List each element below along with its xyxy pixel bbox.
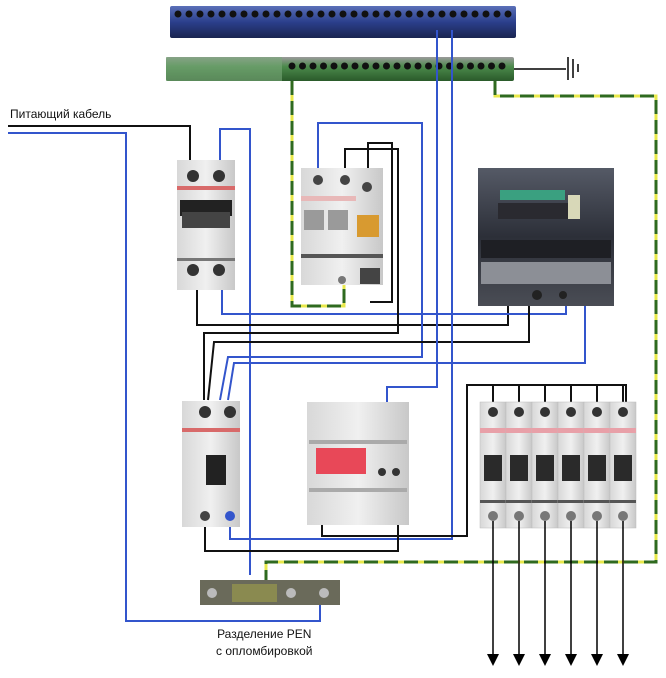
- wire: [204, 525, 399, 552]
- terminal-hole: [383, 62, 390, 70]
- terminal-hole: [309, 62, 317, 70]
- terminal-hole: [240, 10, 248, 18]
- terminal-hole: [438, 10, 446, 18]
- terminal-hole: [351, 62, 359, 70]
- busbar-terminals: [288, 62, 506, 70]
- rcd-device[interactable]: [182, 401, 240, 527]
- pen-split-label-line1: Разделение PEN: [217, 627, 312, 641]
- terminal-hole: [504, 10, 512, 18]
- terminal-hole: [372, 62, 380, 70]
- wire: [221, 290, 567, 315]
- wire: [229, 30, 453, 540]
- terminal-hole: [288, 62, 296, 70]
- differential-breaker[interactable]: [301, 168, 383, 285]
- terminal-hole: [339, 10, 347, 18]
- terminal-hole: [185, 10, 193, 18]
- terminal-hole: [383, 10, 391, 18]
- terminal-hole: [393, 62, 401, 70]
- terminal-hole: [493, 10, 501, 18]
- busbar-terminals: [174, 10, 512, 18]
- terminal-hole: [416, 10, 424, 18]
- terminal-hole: [498, 62, 506, 70]
- terminal-hole: [405, 10, 413, 18]
- electricity-meter[interactable]: [478, 168, 614, 306]
- terminal-hole: [317, 10, 325, 18]
- group-breaker[interactable]: [609, 401, 637, 529]
- terminal-hole: [218, 10, 226, 18]
- terminal-hole: [471, 10, 479, 18]
- wire: [227, 305, 586, 401]
- terminal-hole: [460, 10, 468, 18]
- main-circuit-breaker[interactable]: [177, 160, 235, 290]
- supply-neutral-wire: [8, 132, 321, 622]
- neutral-busbar: [170, 6, 516, 38]
- terminal-hole: [394, 10, 402, 18]
- wire: [203, 148, 399, 400]
- terminal-hole: [328, 10, 336, 18]
- terminal-hole: [229, 10, 237, 18]
- pen-split-label-line2: с опломбировкой: [216, 644, 313, 658]
- pen-split-terminal[interactable]: [200, 580, 340, 605]
- terminal-hole: [251, 10, 259, 18]
- ground-symbol-icon: [514, 57, 579, 80]
- terminal-hole: [477, 62, 485, 70]
- terminal-hole: [449, 10, 457, 18]
- terminal-hole: [404, 62, 411, 70]
- wire: [367, 142, 393, 303]
- terminal-hole: [299, 62, 306, 70]
- terminal-hole: [330, 62, 338, 70]
- group-breaker[interactable]: [583, 401, 611, 529]
- terminal-hole: [295, 10, 303, 18]
- terminal-hole: [207, 10, 215, 18]
- terminal-hole: [488, 62, 495, 70]
- wire: [219, 122, 423, 401]
- supply-cable-label: Питающий кабель: [10, 107, 112, 121]
- terminal-hole: [467, 62, 474, 70]
- group-circuit-breakers: [479, 401, 637, 529]
- wires: [8, 30, 627, 622]
- group-breaker[interactable]: [557, 401, 585, 529]
- terminal-hole: [341, 62, 348, 70]
- terminal-hole: [320, 62, 327, 70]
- terminal-hole: [362, 62, 369, 70]
- terminal-hole: [262, 10, 270, 18]
- terminal-hole: [361, 10, 369, 18]
- terminal-hole: [174, 10, 182, 18]
- terminal-hole: [456, 62, 464, 70]
- terminal-hole: [372, 10, 380, 18]
- terminal-hole: [414, 62, 422, 70]
- outgoing-lines: [487, 521, 629, 666]
- terminal-hole: [482, 10, 490, 18]
- terminal-hole: [425, 62, 432, 70]
- supply-phase-wire: [8, 125, 191, 160]
- group-breaker[interactable]: [505, 401, 533, 529]
- terminal-hole: [350, 10, 358, 18]
- terminal-hole: [306, 10, 314, 18]
- group-breaker[interactable]: [479, 401, 507, 529]
- wire: [386, 30, 438, 402]
- terminal-hole: [273, 10, 281, 18]
- group-breaker[interactable]: [531, 401, 559, 529]
- terminal-hole: [427, 10, 435, 18]
- terminal-hole: [284, 10, 292, 18]
- wire: [321, 384, 627, 537]
- pen-split-label: Разделение PEN с опломбировкой: [216, 626, 313, 660]
- pe-busbar: [166, 57, 514, 81]
- voltage-relay[interactable]: [307, 402, 409, 525]
- wire: [219, 128, 251, 575]
- terminal-hole: [196, 10, 204, 18]
- wire: [196, 290, 509, 326]
- wire: [207, 305, 530, 401]
- pe-wires: [264, 81, 658, 580]
